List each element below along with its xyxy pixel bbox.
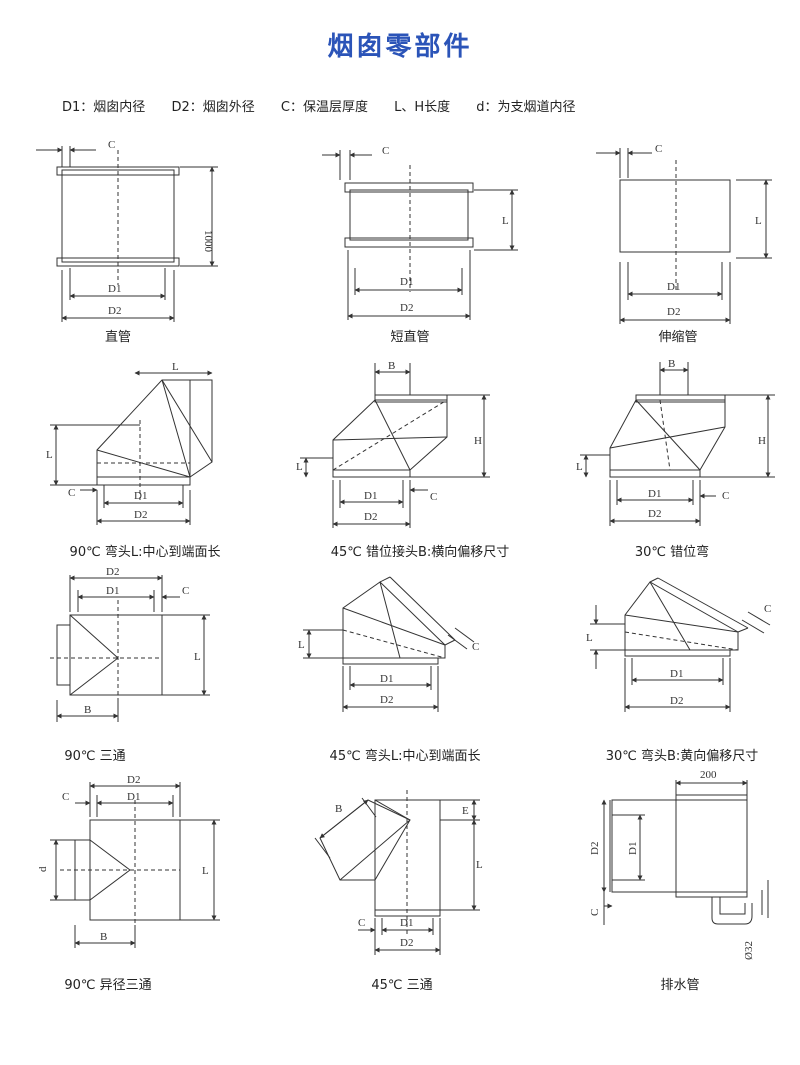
label-d1: D1 (380, 673, 393, 685)
legend: D1：烟囱内径 D2：烟囱外径 C：保温层厚度 L、H长度 d：为支烟道内径 (62, 96, 598, 115)
label-h: H (758, 435, 766, 447)
drain-pipe-drawing (601, 780, 769, 925)
label-d1: D1 (364, 490, 377, 502)
label-c: C (182, 585, 189, 597)
label-b: B (84, 704, 91, 716)
caption-tee90: 90℃ 三通 (64, 749, 126, 764)
label-d2: D2 (648, 508, 661, 520)
offset-30-drawing (580, 362, 775, 526)
label-l: L (46, 449, 53, 461)
caption-telescopic: 伸缩管 (658, 330, 698, 345)
legend-d: d：为支烟道内径 (476, 100, 576, 115)
label-d1: D1 (134, 490, 147, 502)
caption-tee45: 45℃ 三通 (371, 978, 433, 993)
label-l: L (296, 461, 303, 473)
label-c: C (722, 490, 729, 502)
label-d1: D1 (106, 585, 119, 597)
legend-c: C：保温层厚度 (280, 100, 368, 115)
tee-45-drawing (314, 790, 480, 955)
label-d1: D1 (400, 917, 413, 929)
label-b: B (335, 803, 342, 815)
label-d2: D2 (380, 694, 393, 706)
label-d2: D2 (400, 302, 413, 314)
label-l: L (172, 361, 179, 373)
label-d1: D1 (108, 283, 121, 295)
label-c: C (655, 143, 662, 155)
label-200: 200 (700, 769, 717, 781)
reducer-tee-drawing (50, 782, 220, 948)
label-d2: D2 (106, 566, 119, 578)
caption-reducer-tee: 90℃ 异径三通 (64, 978, 152, 993)
caption-straight: 直管 (104, 330, 132, 345)
label-c: C (430, 491, 437, 503)
label-d1: D1 (648, 488, 661, 500)
caption-offset45: 45℃ 错位接头B:横向偏移尺寸 (330, 545, 510, 560)
legend-d1: D1：烟囱内径 (62, 100, 146, 115)
label-c: C (108, 139, 115, 151)
label-b: B (100, 931, 107, 943)
straight-pipe-drawing (36, 146, 218, 322)
label-d1: D1 (670, 668, 683, 680)
offset-45-drawing (300, 363, 490, 528)
caption-drain: 排水管 (660, 978, 700, 993)
label-c: C (472, 641, 479, 653)
label-c: C (764, 603, 771, 615)
elbow-90-drawing (50, 370, 213, 525)
label-c: C (382, 145, 389, 157)
label-c: C (589, 909, 601, 916)
label-d1: D1 (127, 791, 140, 803)
legend-d2: D2：烟囱外径 (171, 100, 255, 115)
label-c: C (62, 791, 69, 803)
label-d2: D2 (108, 305, 121, 317)
page-title: 烟囱零部件 (327, 32, 473, 62)
label-d1: D1 (627, 842, 639, 855)
label-c: C (358, 917, 365, 929)
caption-elbow90: 90℃ 弯头L:中心到端面长 (69, 545, 221, 560)
label-l: L (586, 632, 593, 644)
label-c: C (68, 487, 75, 499)
label-l: L (476, 859, 483, 871)
caption-short: 短直管 (390, 330, 430, 345)
label-d1: D1 (667, 281, 680, 293)
label-h: H (474, 435, 482, 447)
elbow-45-drawing (303, 576, 475, 712)
label-dia32: Ø32 (743, 941, 755, 960)
caption-elbow30: 30℃ 弯头B:黄向偏移尺寸 (605, 749, 759, 764)
label-l: L (194, 651, 201, 663)
label-b: B (668, 358, 675, 370)
label-d2: D2 (400, 937, 413, 949)
caption-offset30: 30℃ 错位弯 (634, 545, 710, 560)
label-l: L (298, 639, 305, 651)
label-l: L (576, 461, 583, 473)
label-d2: D2 (670, 695, 683, 707)
short-pipe-drawing (322, 150, 518, 320)
label-e: E (462, 805, 469, 817)
label-d2: D2 (134, 509, 147, 521)
label-d2: D2 (589, 842, 601, 855)
caption-elbow45: 45℃ 弯头L:中心到端面长 (329, 749, 481, 764)
label-d2: D2 (127, 774, 140, 786)
label-d2: D2 (364, 511, 377, 523)
label-l: L (755, 215, 762, 227)
label-b: B (388, 360, 395, 372)
label-d2: D2 (667, 306, 680, 318)
label-l: L (502, 215, 509, 227)
elbow-30-drawing (590, 577, 771, 712)
label-d1: D1 (400, 276, 413, 288)
label-d: d (37, 866, 49, 872)
label-l: L (202, 865, 209, 877)
label-1000: 1000 (202, 230, 214, 253)
telescopic-pipe-drawing (596, 148, 772, 324)
tee-90-drawing (50, 575, 210, 722)
legend-lh: L、H长度 (394, 100, 451, 115)
